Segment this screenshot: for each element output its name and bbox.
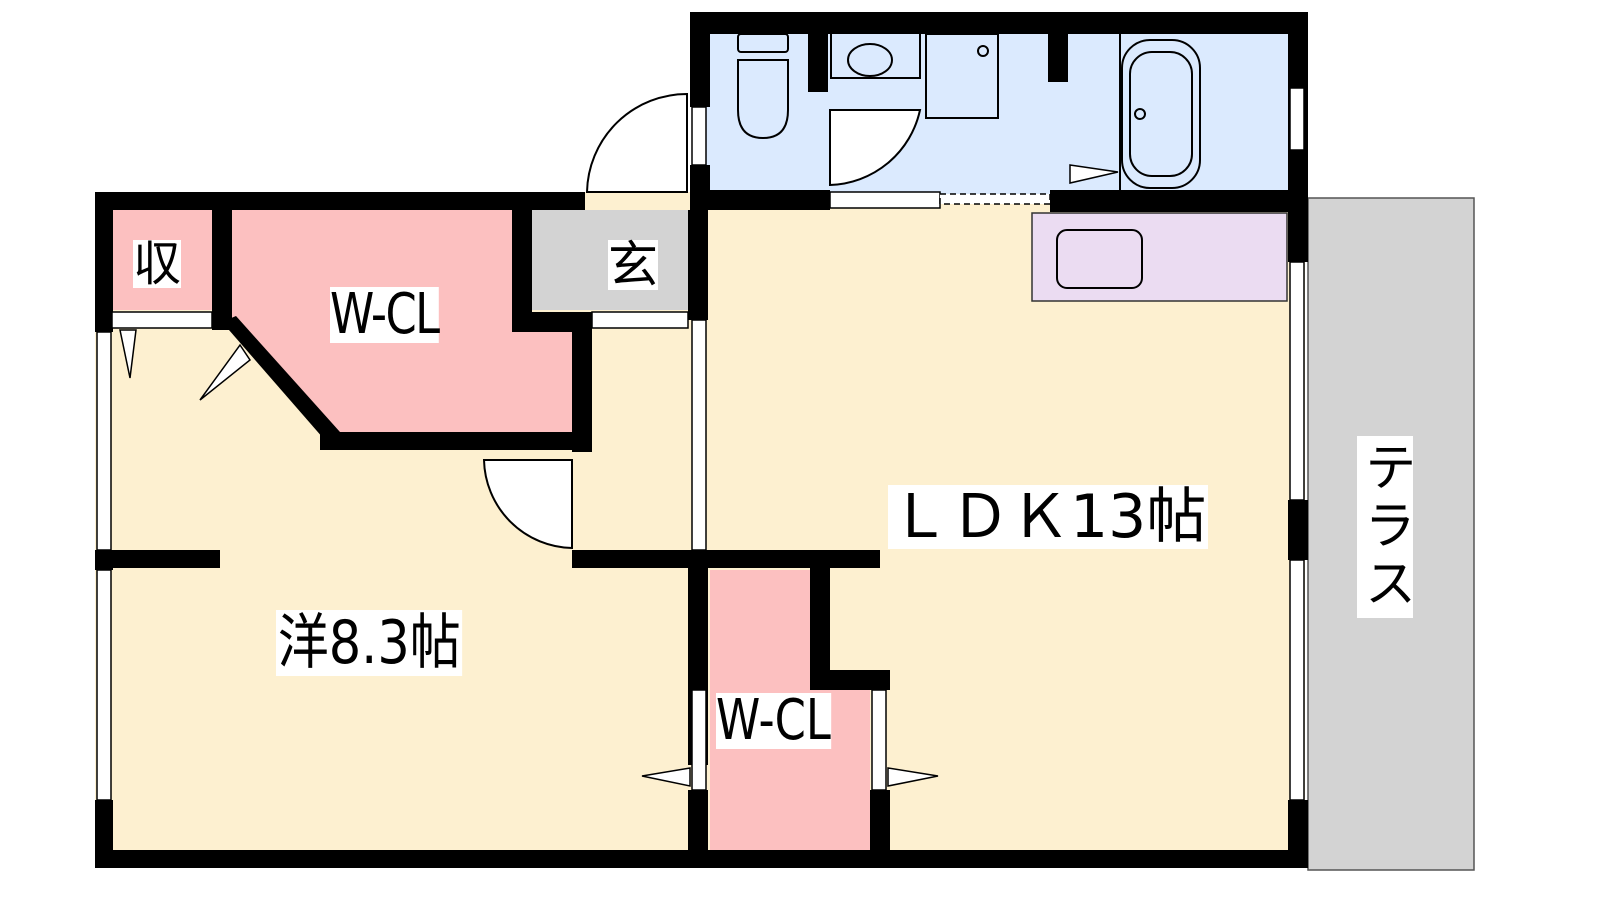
terrace-label: テラス (1355, 436, 1415, 618)
walls (95, 12, 1308, 868)
western-room-label: 洋8.3帖 (276, 608, 463, 678)
wet-area (700, 22, 1300, 200)
folding-door-icon (119, 164, 1119, 787)
door-swing-icon (482, 92, 922, 550)
walk-in-closet-1-label: W-CL (330, 282, 440, 347)
storage-label: 収 (133, 236, 182, 292)
washbasin-icon (830, 34, 921, 79)
entrance-label: 玄 (608, 236, 658, 294)
walk-in-closet-2-label: W-CL (716, 688, 831, 753)
kitchen-counter (1031, 212, 1288, 302)
window-icon (96, 87, 1305, 801)
bathtub-icon (1119, 32, 1201, 190)
sink-icon (1056, 229, 1143, 289)
ldk-label: ＬＤＫ13帖 (888, 482, 1209, 552)
